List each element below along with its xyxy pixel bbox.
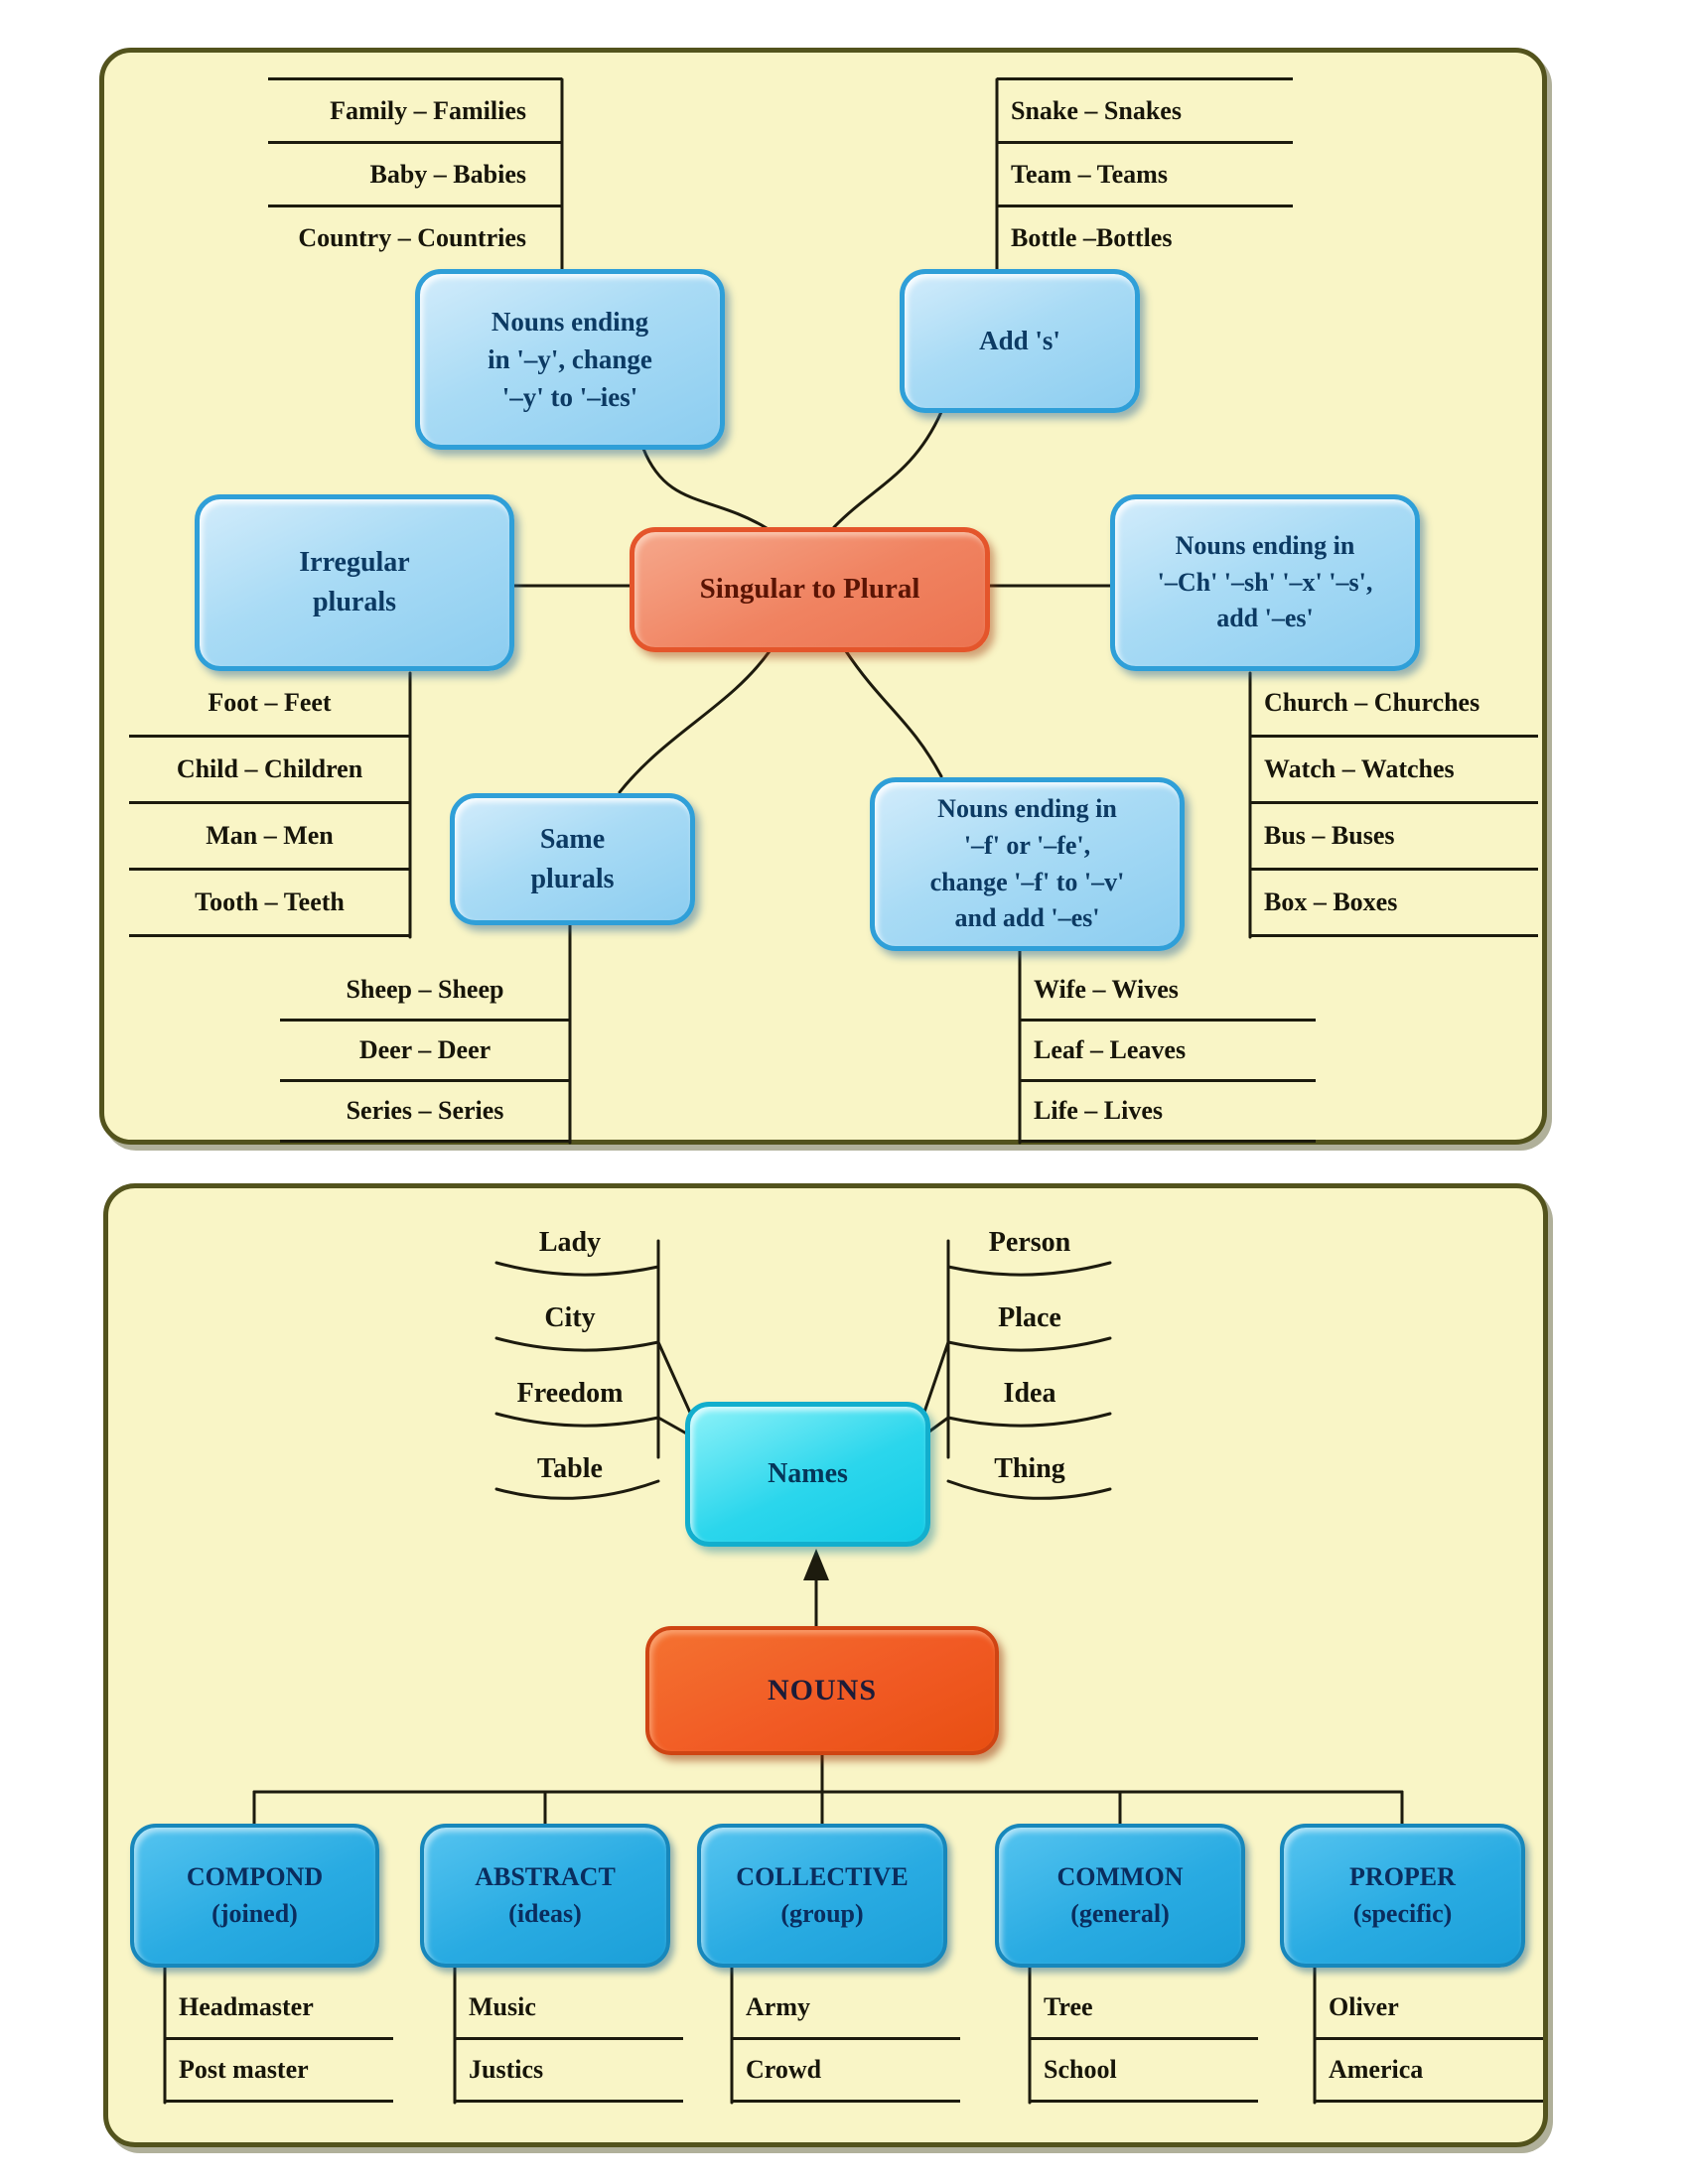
- names-node: Names: [685, 1402, 930, 1547]
- name-example: Place: [998, 1302, 1061, 1333]
- name-example: Idea: [1003, 1378, 1056, 1409]
- name-example: Lady: [538, 1227, 602, 1258]
- category-title: ABSTRACT: [475, 1861, 616, 1891]
- example-item: Family – Families: [268, 77, 562, 141]
- example-item: Headmaster: [165, 1978, 393, 2040]
- rule-node-same-plurals: Same plurals: [450, 793, 695, 925]
- same-plurals-examples: Sheep – Sheep Deer – Deer Series – Serie…: [280, 961, 570, 1143]
- category-title: COMMON: [1056, 1861, 1184, 1891]
- category-common: COMMON (general): [995, 1824, 1245, 1968]
- category-subtitle: (general): [1070, 1898, 1170, 1928]
- name-example: Table: [537, 1453, 603, 1484]
- example-item: Tree: [1030, 1978, 1258, 2040]
- category-abstract: ABSTRACT (ideas): [420, 1824, 670, 1968]
- ch-sh-x-s-examples: Church – Churches Watch – Watches Bus – …: [1250, 671, 1538, 937]
- collective-examples: Army Crowd: [732, 1978, 960, 2103]
- rule-node-y-to-ies: Nouns ending in '–y', change '–y' to '–i…: [415, 269, 725, 450]
- example-item: School: [1030, 2040, 1258, 2103]
- example-item: Army: [732, 1978, 960, 2040]
- nouns-node: NOUNS: [645, 1626, 999, 1755]
- category-subtitle: (group): [780, 1898, 864, 1928]
- example-item: Leaf – Leaves: [1020, 1022, 1316, 1082]
- example-item: Justics: [455, 2040, 683, 2103]
- compond-examples: Headmaster Post master: [165, 1978, 393, 2103]
- add-s-examples: Snake – Snakes Team – Teams Bottle –Bott…: [997, 77, 1293, 268]
- central-node-singular-to-plural: Singular to Plural: [630, 527, 990, 652]
- example-item: Watch – Watches: [1250, 738, 1538, 804]
- name-example: Person: [988, 1227, 1071, 1258]
- example-item: Wife – Wives: [1020, 961, 1316, 1022]
- example-item: Life – Lives: [1020, 1082, 1316, 1143]
- rule-node-add-s: Add 's': [900, 269, 1140, 413]
- name-example: Thing: [994, 1453, 1065, 1484]
- category-subtitle: (joined): [211, 1898, 298, 1928]
- rule-node-f-fe: Nouns ending in '–f' or '–fe', change '–…: [870, 777, 1185, 951]
- name-example: Freedom: [516, 1378, 624, 1409]
- category-subtitle: (ideas): [508, 1898, 582, 1928]
- category-title: COLLECTIVE: [736, 1861, 909, 1891]
- category-title: COMPOND: [186, 1861, 324, 1891]
- example-item: Sheep – Sheep: [280, 961, 570, 1022]
- example-item: Oliver: [1315, 1978, 1543, 2040]
- example-item: Music: [455, 1978, 683, 2040]
- example-item: Tooth – Teeth: [129, 871, 410, 937]
- irregular-examples: Foot – Feet Child – Children Man – Men T…: [129, 671, 410, 937]
- example-item: Baby – Babies: [268, 141, 562, 205]
- f-fe-examples: Wife – Wives Leaf – Leaves Life – Lives: [1020, 961, 1316, 1143]
- example-item: Box – Boxes: [1250, 871, 1538, 937]
- example-item: Church – Churches: [1250, 671, 1538, 738]
- example-item: Child – Children: [129, 738, 410, 804]
- category-subtitle: (specific): [1352, 1898, 1453, 1928]
- example-item: Man – Men: [129, 804, 410, 871]
- category-title: PROPER: [1349, 1861, 1456, 1891]
- common-examples: Tree School: [1030, 1978, 1258, 2103]
- example-item: Deer – Deer: [280, 1022, 570, 1082]
- example-item: Crowd: [732, 2040, 960, 2103]
- example-item: Bottle –Bottles: [997, 205, 1293, 268]
- category-proper: PROPER (specific): [1280, 1824, 1525, 1968]
- rule-node-ch-sh-x-s: Nouns ending in '–Ch' '–sh' '–x' '–s', a…: [1110, 494, 1420, 671]
- example-item: America: [1315, 2040, 1543, 2103]
- example-item: Post master: [165, 2040, 393, 2103]
- example-item: Series – Series: [280, 1082, 570, 1143]
- names-left-words: Lady City Freedom Table: [481, 1205, 659, 1507]
- example-item: Country – Countries: [268, 205, 562, 268]
- rule-node-irregular: Irregular plurals: [195, 494, 514, 671]
- example-item: Snake – Snakes: [997, 77, 1293, 141]
- example-item: Team – Teams: [997, 141, 1293, 205]
- y-rule-examples: Family – Families Baby – Babies Country …: [268, 77, 562, 268]
- example-item: Foot – Feet: [129, 671, 410, 738]
- proper-examples: Oliver America: [1315, 1978, 1543, 2103]
- category-compond: COMPOND (joined): [130, 1824, 379, 1968]
- abstract-examples: Music Justics: [455, 1978, 683, 2103]
- name-example: City: [544, 1302, 596, 1333]
- example-item: Bus – Buses: [1250, 804, 1538, 871]
- names-right-words: Person Place Idea Thing: [940, 1205, 1119, 1507]
- category-collective: COLLECTIVE (group): [697, 1824, 947, 1968]
